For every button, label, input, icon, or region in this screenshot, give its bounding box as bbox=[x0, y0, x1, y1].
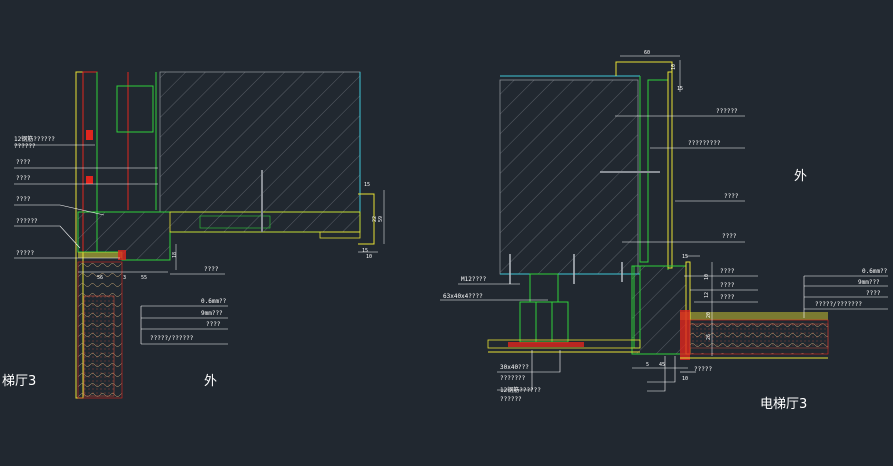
right-label-14: 9mm??? bbox=[858, 279, 880, 286]
left-label-7: 0.6mm?? bbox=[201, 298, 227, 305]
left-dim-3: 15 bbox=[362, 248, 368, 254]
left-label-9: ???? bbox=[206, 321, 221, 328]
right-dim-6: 10 bbox=[682, 376, 688, 382]
right-dim-10: 20 bbox=[706, 312, 712, 318]
room-label-left-hall: 梯厅3 bbox=[2, 374, 36, 389]
right-leaders bbox=[440, 115, 888, 392]
right-label-8: 12钢筋?????? bbox=[500, 386, 541, 394]
right-dim-9: 5 bbox=[646, 362, 649, 368]
left-leaders bbox=[14, 144, 228, 345]
left-detail: 12钢筋????????????????????????????????????… bbox=[2, 71, 385, 399]
left-labels: 12钢筋????????????????????????????????????… bbox=[14, 135, 227, 342]
right-dim-7: 26 bbox=[706, 334, 712, 340]
right-dim-4: 12 bbox=[704, 292, 710, 298]
left-label-10: ?????/?????? bbox=[150, 335, 194, 342]
left-label-2: ???? bbox=[16, 175, 31, 182]
right-label-2: ???? bbox=[724, 193, 739, 200]
right-dims: 60 10 15 10 12 45 10 26 15 5 20 bbox=[644, 50, 712, 382]
right-concrete-column bbox=[499, 79, 639, 275]
right-label-10: ???? bbox=[720, 268, 735, 275]
left-concrete-slab bbox=[159, 71, 361, 213]
left-dim-2: 18 bbox=[172, 252, 178, 258]
right-label-12: ???? bbox=[720, 294, 735, 301]
right-detail: ??????????????????????? M12???? 63x40x4???… bbox=[440, 50, 888, 412]
right-dim-1: 10 bbox=[671, 64, 677, 70]
right-sill-block bbox=[631, 265, 687, 355]
room-label-left-outside: 外 bbox=[204, 374, 217, 389]
right-label-13: 0.6mm?? bbox=[862, 268, 888, 275]
right-label-6: 30x40??? bbox=[500, 364, 529, 371]
left-label-4: ?????? bbox=[16, 218, 38, 225]
right-label-3: ???? bbox=[722, 233, 737, 240]
right-label-15: ???? bbox=[866, 290, 881, 297]
right-labels: ??????????????????????? M12???? 63x40x4???… bbox=[443, 108, 888, 403]
right-dim-2: 15 bbox=[677, 86, 683, 92]
right-label-4: M12???? bbox=[461, 276, 487, 283]
right-label-7: ??????? bbox=[500, 375, 526, 382]
left-label-5: ????? bbox=[16, 250, 34, 257]
left-dim-7: 10 bbox=[366, 254, 372, 260]
right-dim-8: 15 bbox=[682, 254, 688, 260]
left-label-1: ???? bbox=[16, 159, 31, 166]
left-label-0-line-0: 12钢筋?????? bbox=[14, 135, 55, 143]
left-dim-6: 55 bbox=[141, 275, 147, 281]
room-label-right-elevator-hall: 电梯厅3 bbox=[760, 397, 807, 412]
left-label-8: 9mm??? bbox=[201, 310, 223, 317]
left-dim-8: 59 bbox=[378, 216, 384, 222]
right-dim-lines bbox=[620, 55, 713, 369]
room-label-right-outside: 外 bbox=[794, 169, 807, 184]
right-dim-3: 10 bbox=[704, 274, 710, 280]
left-label-3: ???? bbox=[16, 196, 31, 203]
right-dim-0: 60 bbox=[644, 50, 650, 56]
left-dim-0: 15 bbox=[364, 182, 370, 188]
right-dim-5: 45 bbox=[659, 362, 665, 368]
right-label-9: ?????? bbox=[500, 396, 522, 403]
left-bracket-box bbox=[116, 85, 154, 133]
left-dim-4: 3 bbox=[123, 275, 126, 281]
left-dims: 15 22 18 15 3 56 55 10 59 bbox=[97, 182, 384, 281]
right-label-17: ????? bbox=[694, 366, 712, 373]
right-label-11: ???? bbox=[720, 282, 735, 289]
right-label-16: ?????/??????? bbox=[815, 301, 862, 308]
left-label-0-line-1: ?????? bbox=[14, 143, 36, 150]
left-dim-5: 56 bbox=[97, 275, 103, 281]
left-dim-lines bbox=[78, 190, 385, 273]
right-label-0: ?????? bbox=[716, 108, 738, 115]
left-label-6: ???? bbox=[204, 266, 219, 273]
right-label-5: 63x40x4???? bbox=[443, 293, 483, 300]
left-dim-1: 22 bbox=[372, 216, 378, 222]
right-label-1: ????????? bbox=[688, 140, 721, 147]
